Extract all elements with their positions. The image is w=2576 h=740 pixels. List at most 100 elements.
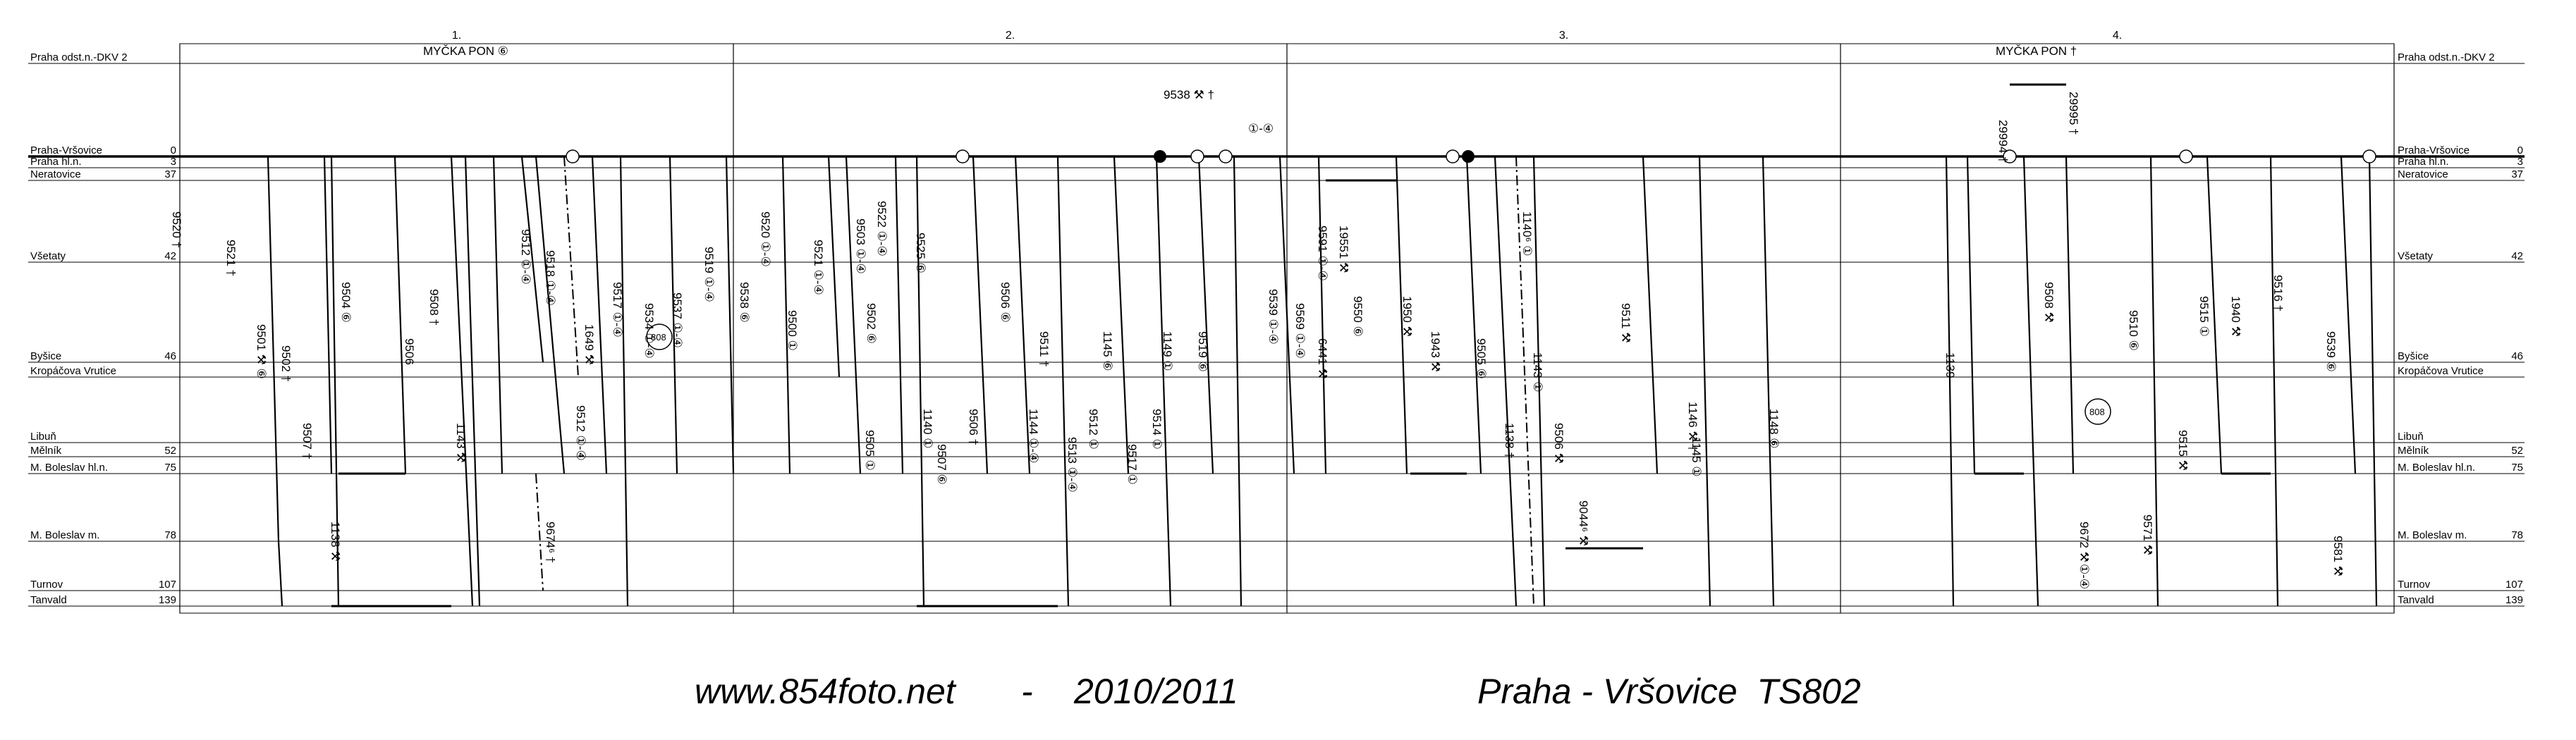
station-km-right: 75 (2511, 462, 2523, 474)
train-number-label: 9507 ⑥ (935, 444, 948, 485)
junction-circle (1190, 149, 1204, 164)
station-name-left: Praha hl.n. (30, 156, 82, 168)
train-path (1966, 156, 1976, 474)
circle-808-label-b: 808 (2089, 407, 2105, 417)
train-path (2065, 156, 2075, 474)
pon-note-hour-4: MYČKA PON † (1996, 44, 2077, 58)
train-number-label: 9520 ①-④ (759, 211, 772, 267)
train-path (1155, 156, 1172, 607)
station-km-left: 78 (164, 529, 176, 541)
train-number-label: 9519 ⑥ (1196, 331, 1209, 372)
footer-dash: - (1021, 672, 1033, 711)
train-number-label: 9508 † (427, 289, 441, 326)
train-number-label: 9534 ①-④ (642, 303, 656, 359)
train-number-label: 9505 ⑥ (1475, 338, 1488, 379)
train-number-label: 9520 † (170, 211, 183, 248)
station-name-right: Libuň (2398, 431, 2424, 443)
train-path (1278, 156, 1295, 474)
train-number-label: 9517 ①-④ (611, 282, 624, 338)
footer-site: www.854foto.net (695, 672, 956, 711)
train-number-label: 9506 ⑥ (999, 282, 1012, 323)
train-path (323, 156, 333, 474)
train-number-label: 1950 ⚒ (1400, 296, 1414, 337)
station-km-right: 52 (2511, 445, 2523, 457)
hour-labels: 1.2.3.4. (452, 30, 2122, 42)
train-number-label: 9508 ⚒ (2042, 282, 2056, 323)
train-path (1642, 156, 1659, 474)
train-number-label: 9503 ①-④ (854, 218, 867, 274)
circle-808-hour-4 (2084, 398, 2111, 425)
train-number-label: 9519 ①-④ (702, 247, 716, 302)
train-number-label: 9044⁶ ⚒ (1577, 500, 1590, 546)
circle-808-label-a: 808 (651, 332, 666, 343)
station-km-right: 3 (2517, 156, 2523, 168)
train-number-label: 9504 ⑥ (339, 282, 353, 323)
train-path (520, 156, 544, 363)
train-path (1762, 156, 1775, 607)
train-number-label: 9512 ①-④ (519, 229, 532, 285)
train-number-label: 9512 ① (1087, 409, 1100, 450)
train-path (894, 156, 904, 474)
station-km-left: 0 (171, 144, 176, 156)
hour-label: 3. (1559, 30, 1568, 42)
junction-circle (2003, 149, 2017, 164)
train-number-label: 9506 ⚒ (1552, 423, 1565, 464)
train-number-label: 9510 ⑥ (2127, 310, 2140, 351)
train-number-label: 1146 ⚒ † (1686, 402, 1699, 452)
train-number-label: 9521 † (224, 240, 238, 276)
station-km-left: 139 (159, 594, 176, 606)
station-km-left: 107 (159, 579, 176, 591)
train-number-label: 1145 ① (1690, 437, 1703, 477)
train-path (1317, 156, 1327, 474)
train-path (725, 156, 735, 474)
train-number-label: 9537 ①-④ (671, 292, 684, 348)
train-number-label: 1138 ⚒ (329, 522, 342, 562)
train-number-label: 9506 (403, 338, 416, 365)
train-path (1395, 156, 1408, 474)
station-name-left: Neratovice (30, 168, 81, 180)
train-number-label: 9511 † (1037, 331, 1051, 367)
train-number-label: 9507 † (300, 423, 314, 460)
train-number-label: 1148 ⑥ (1767, 409, 1781, 449)
junction-circle (1219, 149, 1233, 164)
station-km-right: 78 (2511, 529, 2523, 541)
train-path (619, 156, 629, 607)
station-name-right: Praha odst.n.-DKV 2 (2398, 51, 2495, 63)
top-train-days: ①-④ (1248, 122, 1274, 135)
train-path (1014, 156, 1031, 474)
train-number-label: 9522 ①-④ (875, 201, 889, 257)
train-number-label: 9513 ①-④ (1066, 437, 1079, 493)
station-km-left: 37 (164, 168, 176, 180)
junction-circle (566, 149, 580, 164)
train-number-label: 9591 ①-④ (1316, 226, 1329, 281)
diagram-notes: MYČKA PON ⑥ MYČKA PON † 9538 ⚒ † ①-④ 808… (423, 44, 2111, 425)
train-number-label: 9501 ⚒ ⑥ (255, 324, 268, 379)
train-number-label: 9674⁶ † (544, 522, 557, 563)
junction-dot (1154, 150, 1166, 163)
train-path (2149, 156, 2159, 607)
train-number-label: 1144 ①-④ (1027, 409, 1040, 463)
train-path (827, 156, 841, 378)
station-name-left: Libuň (30, 431, 56, 443)
train-number-label: 9506 † (967, 409, 980, 445)
station-km-right: 46 (2511, 350, 2523, 362)
train-number-label: 9511 ⚒ (1619, 303, 1632, 343)
station-name-left: M. Boleslav hl.n. (30, 462, 108, 474)
train-path (450, 156, 474, 607)
station-name-right: Praha hl.n. (2398, 156, 2449, 168)
train-path (492, 156, 503, 474)
train-path (1532, 156, 1546, 607)
train-number-label: 9512 ①-④ (574, 405, 587, 461)
footer-route: Praha - Vršovice TS802 (1477, 672, 1861, 711)
station-km-left: 3 (171, 156, 176, 168)
train-number-label: 9521 ①-④ (812, 240, 825, 295)
train-path (781, 156, 791, 474)
train-number-label: 9539 ⑥ (2324, 331, 2338, 372)
train-number-label: 9539 ①-④ (1266, 289, 1280, 345)
train-path (267, 156, 280, 542)
station-km-right: 37 (2511, 168, 2523, 180)
timetable-grid (28, 43, 2525, 614)
